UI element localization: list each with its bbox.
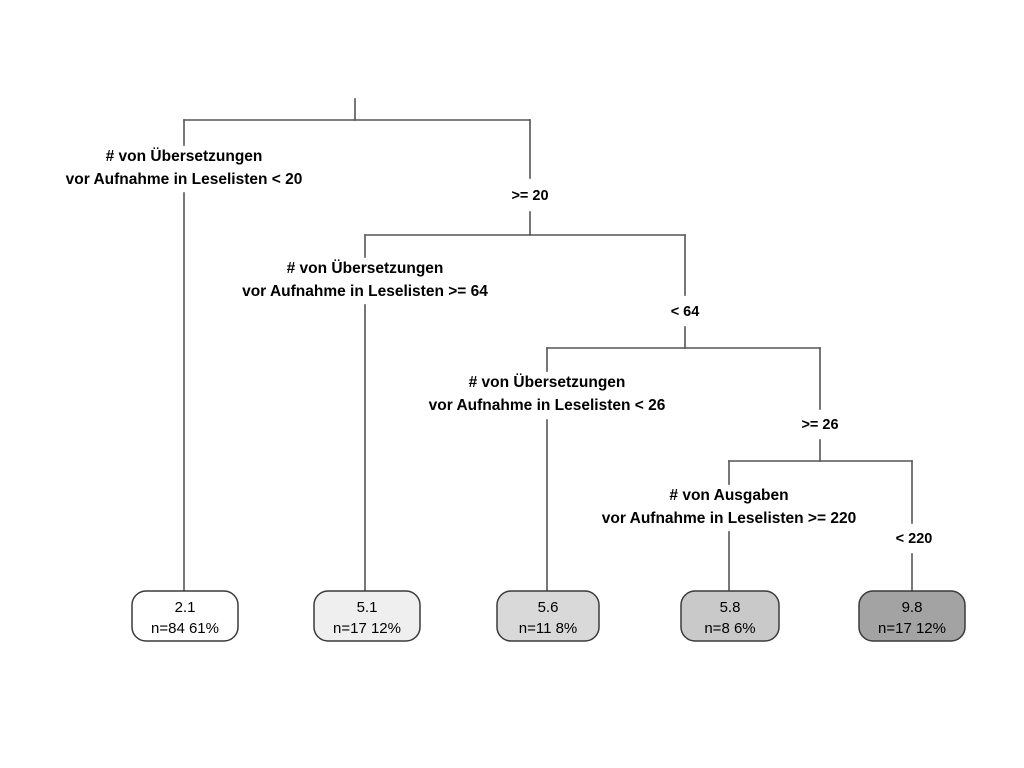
leaf-node-3-box[interactable]	[496, 590, 600, 642]
leaf-node-1[interactable]: 2.1 n=84 61%	[131, 590, 239, 642]
split-node-4-line2: vor Aufnahme in Leselisten >= 220	[602, 510, 856, 527]
leaf-node-5-stats: n=17 12%	[878, 620, 946, 637]
leaf-node-5[interactable]: 9.8 n=17 12%	[858, 590, 966, 642]
leaf-node-4[interactable]: 5.8 n=8 6%	[680, 590, 780, 642]
leaf-node-4-stats: n=8 6%	[704, 620, 755, 637]
leaf-node-3[interactable]: 5.6 n=11 8%	[496, 590, 600, 642]
leaf-node-5-box[interactable]	[858, 590, 966, 642]
leaf-node-2-box[interactable]	[313, 590, 421, 642]
tree-edges	[183, 98, 913, 592]
split-node-3-line1: # von Übersetzungen	[469, 374, 626, 391]
split-node-3[interactable]: # von Übersetzungen vor Aufnahme in Lese…	[429, 374, 666, 414]
leaf-node-4-box[interactable]	[680, 590, 780, 642]
leaf-node-5-value: 9.8	[902, 599, 923, 616]
leaf-node-1-box[interactable]	[131, 590, 239, 642]
split-node-1-line1: # von Übersetzungen	[106, 148, 263, 165]
leaf-node-1-value: 2.1	[175, 599, 196, 616]
split-node-4-line1: # von Ausgaben	[669, 487, 788, 504]
split-node-2-line2: vor Aufnahme in Leselisten >= 64	[242, 283, 488, 300]
leaf-node-3-value: 5.6	[538, 599, 559, 616]
leaf-node-2[interactable]: 5.1 n=17 12%	[313, 590, 421, 642]
split-node-3-line2: vor Aufnahme in Leselisten < 26	[429, 397, 666, 414]
split-node-2-line1: # von Übersetzungen	[287, 260, 444, 277]
branch-label-ge-20: >= 20	[511, 188, 548, 204]
branch-label-lt-64: < 64	[671, 304, 700, 320]
leaf-node-1-stats: n=84 61%	[151, 620, 219, 637]
leaf-node-4-value: 5.8	[720, 599, 741, 616]
split-node-2[interactable]: # von Übersetzungen vor Aufnahme in Lese…	[242, 260, 488, 300]
leaf-node-2-value: 5.1	[357, 599, 378, 616]
branch-label-lt-220: < 220	[896, 531, 933, 547]
branch-label-ge-26: >= 26	[801, 417, 838, 433]
split-node-4[interactable]: # von Ausgaben vor Aufnahme in Leseliste…	[602, 487, 856, 527]
split-node-1-line2: vor Aufnahme in Leselisten < 20	[66, 171, 303, 188]
split-node-1[interactable]: # von Übersetzungen vor Aufnahme in Lese…	[66, 148, 303, 188]
leaf-node-2-stats: n=17 12%	[333, 620, 401, 637]
leaf-node-3-stats: n=11 8%	[519, 620, 578, 637]
